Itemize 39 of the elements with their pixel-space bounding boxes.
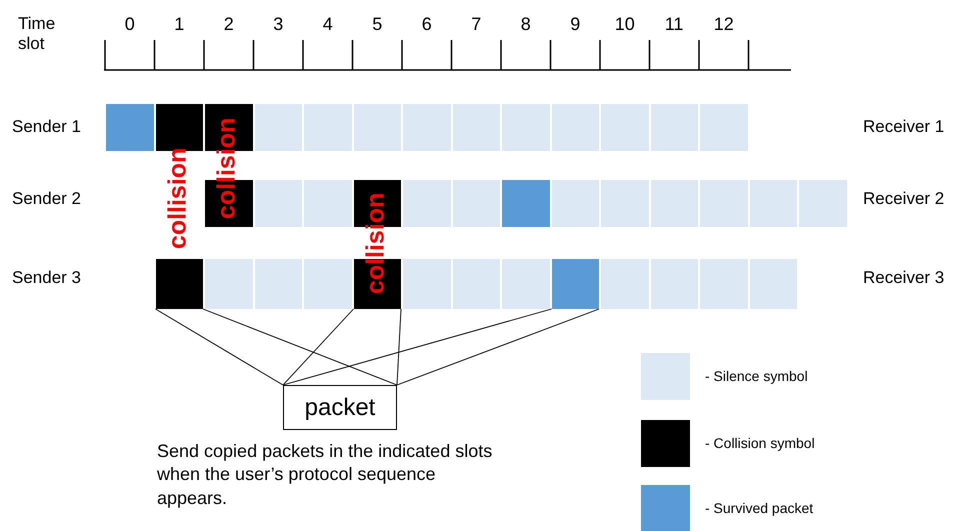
sender-label: Sender 3	[12, 268, 81, 288]
survived-packet	[502, 180, 550, 227]
time-slot-number: 7	[471, 14, 482, 35]
survived-packet	[552, 259, 599, 309]
connector-line	[282, 308, 552, 386]
connector-line	[202, 308, 398, 386]
collision-symbol	[156, 104, 203, 151]
time-slot-number: 5	[372, 14, 382, 35]
time-slot-number: 0	[124, 14, 135, 35]
collision-symbol	[156, 259, 203, 309]
sender-label: Sender 1	[12, 117, 81, 137]
collision-label: collision	[162, 147, 192, 249]
time-slot-number: 8	[520, 14, 531, 35]
time-slot-number: 10	[614, 14, 635, 35]
time-slot-number: 1	[174, 14, 184, 35]
time-slot-number: 2	[224, 14, 234, 35]
legend-text: - Collision symbol	[705, 435, 815, 452]
legend-text: - Survived packet	[705, 500, 814, 516]
packet-box: packet	[283, 385, 397, 430]
time-slot-number: 3	[273, 14, 284, 35]
legend-text: - Silence symbol	[705, 368, 808, 384]
time-slot-number: 11	[664, 14, 684, 35]
receiver-label: Receiver 1	[863, 117, 944, 137]
note-text: Send copied packets in the indicated slots when the user’s protocol sequence appears.	[157, 440, 494, 510]
receiver-label: Receiver 3	[863, 268, 944, 288]
time-slot-number: 6	[422, 14, 432, 35]
collision-label: collision	[360, 192, 390, 294]
time-slot-number: 12	[714, 14, 734, 35]
sender-label: Sender 2	[12, 189, 81, 209]
connector-line	[155, 308, 284, 386]
axis-label: Time slot	[18, 14, 56, 54]
connector-line	[396, 308, 402, 386]
survived-packet	[106, 104, 154, 151]
receiver-label: Receiver 2	[863, 189, 944, 209]
time-slot-number: 4	[322, 14, 333, 35]
connector-line	[282, 308, 354, 386]
connector-line	[396, 308, 600, 386]
collision-label: collision	[212, 117, 241, 219]
time-slot-number: 9	[570, 14, 580, 35]
